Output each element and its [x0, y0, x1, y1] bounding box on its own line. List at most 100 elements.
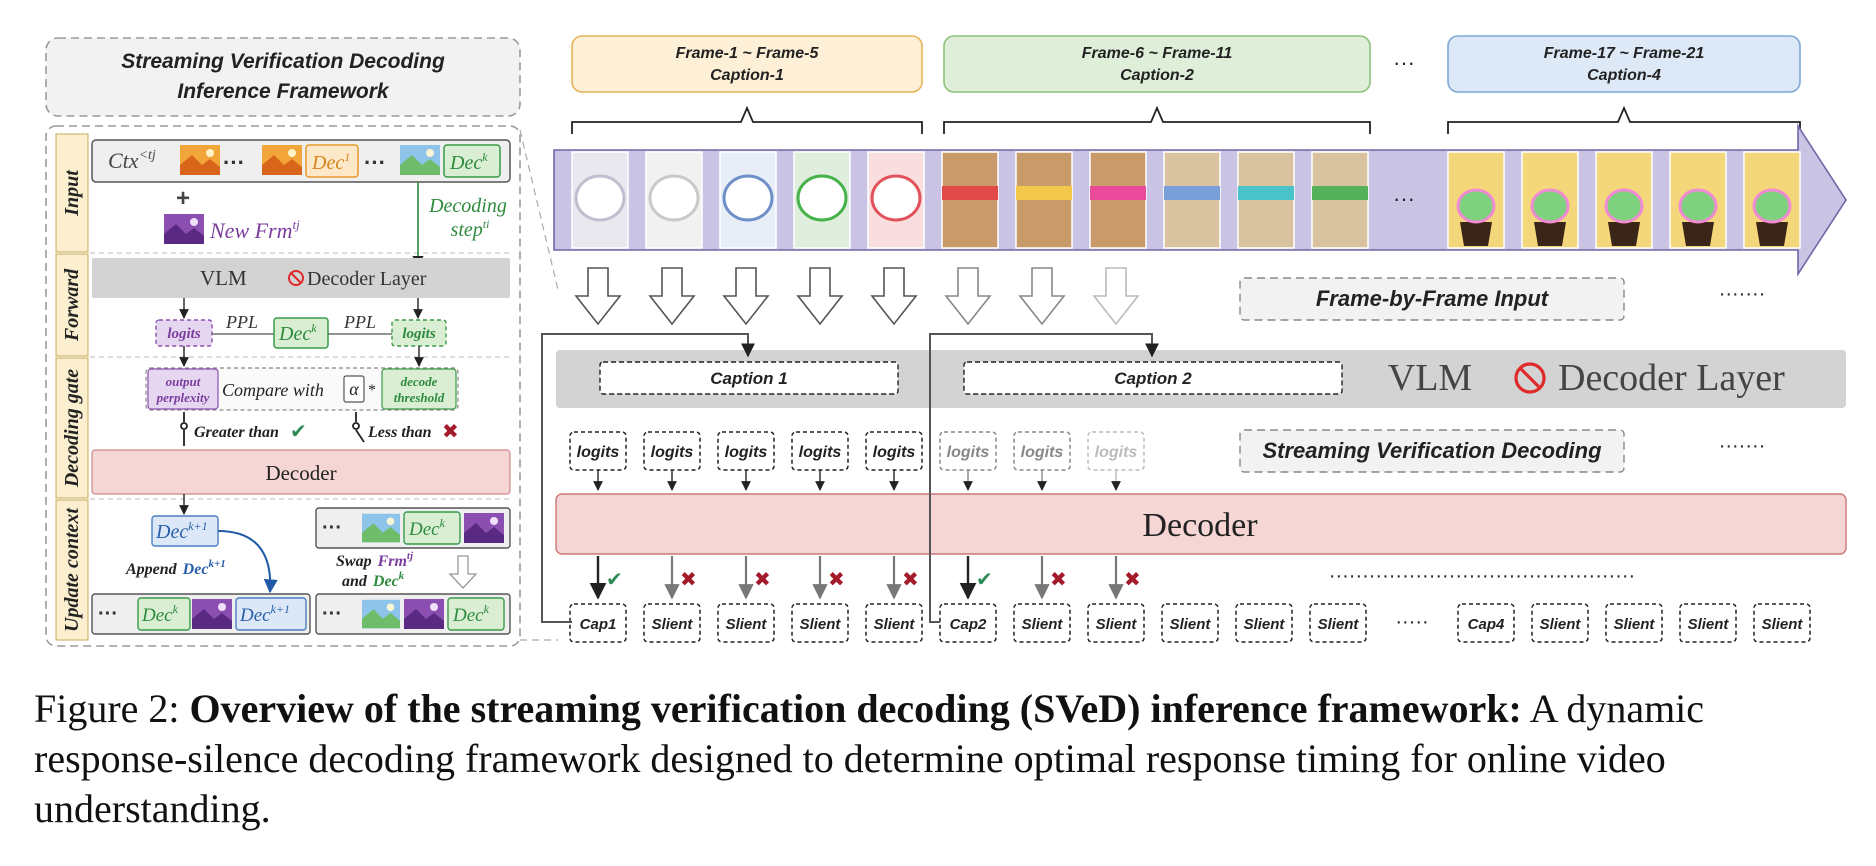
video-frame-strip [1238, 186, 1294, 200]
video-frame-bowl [574, 174, 626, 222]
caption-rest: A dynamic response-silence decoding fram… [34, 686, 1705, 831]
ctx-dec1-box [305, 144, 359, 178]
swap-source-deck-label: Deck [408, 516, 446, 540]
video-frame-cupcake [1460, 222, 1492, 246]
times-label: * [368, 382, 376, 399]
less-than-label: Less than [367, 424, 432, 441]
check-icon-gate: ✔ [290, 419, 307, 443]
output-box [939, 603, 997, 643]
video-frame-frosting [1456, 188, 1496, 224]
video-frame-cupcake [1682, 222, 1714, 246]
no-entry-icon-right [1514, 362, 1546, 394]
output-label: Slient [652, 616, 694, 633]
output-label: Slient [1022, 616, 1064, 633]
plus-icon: + [176, 185, 190, 212]
decoder-layer-right: Decoder Layer [1558, 357, 1785, 399]
frame-input-arrow [1018, 267, 1066, 326]
frame-group-brace [571, 105, 923, 134]
output-box [569, 603, 627, 643]
swap-source-purple-icon [464, 513, 504, 543]
left-title-box [45, 37, 521, 117]
left-panel: Streaming Verification Decoding Inferenc… [45, 37, 521, 647]
logits-label: logits [873, 444, 916, 461]
output-arrows: ✔✖✖✖✖✔✖✖ [589, 556, 1141, 600]
video-frame-strip [1312, 186, 1368, 200]
output-label: Slient [1096, 616, 1138, 633]
update-swap-deck [447, 597, 505, 631]
row-strip-forward [55, 253, 89, 357]
output-label: Cap4 [1468, 616, 1505, 633]
swap-down-arrow [448, 555, 478, 589]
ctx-label: Ctx<tj [108, 148, 156, 173]
cross-icon-gate: ✖ [442, 419, 459, 443]
left-title-line2: Inference Framework [177, 80, 390, 103]
update-append-deck [137, 597, 191, 631]
video-frame-bowl [870, 174, 922, 222]
ctx-deck-box [443, 144, 501, 178]
output-box [1605, 603, 1663, 643]
update-append-deck-label: Deck [141, 602, 179, 626]
check-icon: ✔ [976, 567, 993, 591]
cross-icon: ✖ [828, 567, 845, 591]
decoder-bar-right [555, 493, 1847, 555]
update-append-frame-icon [192, 599, 232, 629]
zoom-connector-top [519, 129, 559, 291]
decoder-label-left: Decoder [265, 461, 336, 485]
caption-bold: Overview of the streaming verification d… [189, 686, 1522, 731]
output-box [1531, 603, 1589, 643]
output-label: Slient [800, 616, 842, 633]
cross-icon: ✖ [754, 567, 771, 591]
frame-input-arrow [1092, 267, 1140, 326]
ctx-frame-icon-3 [400, 145, 440, 175]
left-title-line1: Streaming Verification Decoding [121, 50, 445, 73]
ctx-dec1-label: Dec1 [311, 150, 350, 174]
output-label: Slient [1614, 616, 1656, 633]
row-strip-gate [55, 357, 89, 499]
output-box [1309, 603, 1367, 643]
output-label: Slient [1244, 616, 1286, 633]
video-frame-frosting [1604, 188, 1644, 224]
update-swap-dots: ··· [322, 603, 342, 625]
output-box [1161, 603, 1219, 643]
vlm-label-left: VLM [200, 266, 247, 290]
logits-label: logits [1095, 444, 1138, 461]
video-frame-bowl [796, 174, 848, 222]
dots-row-1: ······· [1719, 283, 1766, 305]
caption-1-label: Caption 1 [710, 369, 787, 388]
frame-group-box [571, 35, 923, 93]
logits-label: logits [651, 444, 694, 461]
caption-prefix: Figure 2: [34, 686, 190, 731]
output-label: Slient [726, 616, 768, 633]
frame-input-arrow [648, 267, 696, 326]
update-swap-deck-label: Deck [452, 602, 490, 626]
logits-label: logits [947, 444, 990, 461]
output-label: Cap2 [950, 616, 987, 633]
ctx-dots-1: ··· [223, 150, 245, 175]
decoding-step-line1: Decoding [428, 195, 507, 217]
output-box [1235, 603, 1293, 643]
video-frame-bowl [648, 174, 700, 222]
caption-2-box [963, 361, 1343, 395]
dots-row-3: ········································… [1329, 565, 1635, 587]
switch-open-icon [352, 412, 365, 443]
deck1-label-top: Deck+1 [155, 519, 208, 543]
cross-icon: ✖ [1124, 567, 1141, 591]
ctx-sup: <tj [139, 148, 156, 163]
compare-with-label: Compare with [222, 380, 324, 400]
frame-input-arrow [722, 267, 770, 326]
output-box [1013, 603, 1071, 643]
greater-than-label: Greater than [194, 424, 279, 441]
output-perplexity-line1: output [166, 374, 201, 389]
cross-icon: ✖ [902, 567, 919, 591]
output-box [1457, 603, 1515, 643]
no-entry-icon-left [288, 270, 304, 286]
ppl-label-left: PPL [225, 312, 258, 332]
decode-threshold-line2: threshold [394, 390, 445, 405]
alpha-box [343, 375, 365, 403]
ctx-dots-2: ··· [364, 150, 386, 175]
row-label-gate: Decoding gate [61, 369, 83, 488]
